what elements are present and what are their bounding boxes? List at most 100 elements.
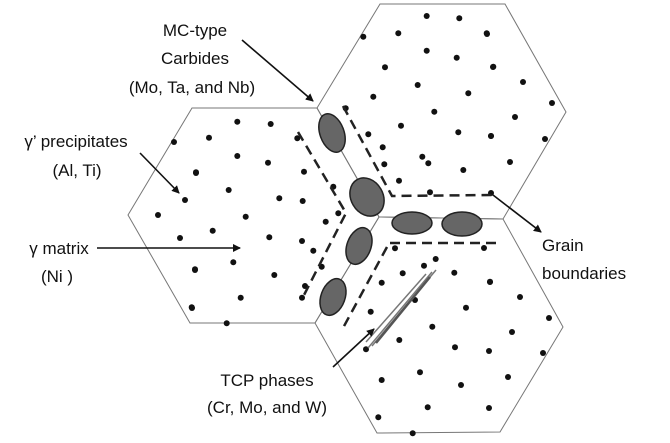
precipitate-dot xyxy=(294,135,301,142)
carbide-ellipse xyxy=(441,211,483,237)
gamma-prime-precipitates xyxy=(155,13,555,437)
precipitate-dot xyxy=(225,187,232,193)
precipitate-dot xyxy=(398,122,404,129)
precipitate-dot xyxy=(423,13,430,19)
mc-carbides xyxy=(318,113,483,317)
precipitate-dot xyxy=(465,90,472,97)
precipitate-dot xyxy=(414,82,421,88)
precipitate-dot xyxy=(488,133,494,139)
precipitate-dot xyxy=(409,430,416,437)
tcp-needle xyxy=(375,276,431,344)
precipitate-dot xyxy=(392,245,398,252)
arrow-tcp-phases xyxy=(332,328,375,368)
precipitate-dot xyxy=(542,136,548,142)
precipitate-dot xyxy=(206,134,212,141)
precipitate-dot xyxy=(155,212,161,218)
precipitate-dot xyxy=(171,139,177,145)
precipitate-dot xyxy=(455,129,462,136)
precipitate-dot xyxy=(234,153,241,159)
precipitate-dot xyxy=(484,31,490,37)
precipitate-dot xyxy=(486,405,492,411)
precipitate-dot xyxy=(363,346,369,353)
carbide-ellipse xyxy=(345,226,373,266)
precipitate-dot xyxy=(452,344,458,351)
precipitate-dot xyxy=(192,267,198,273)
precipitate-dot xyxy=(322,218,329,225)
label-text: γ matrix xyxy=(29,239,89,258)
precipitate-dot xyxy=(427,189,433,196)
label-text: MC-type xyxy=(163,21,227,40)
label-mc-carbides: MC-type Carbides (Mo, Ta, and Nb) xyxy=(129,21,255,97)
precipitate-dot xyxy=(421,262,427,269)
precipitate-dot xyxy=(360,33,367,40)
precipitate-dot xyxy=(424,404,431,411)
precipitate-dot xyxy=(546,315,552,321)
precipitate-dot xyxy=(182,197,188,203)
precipitate-dot xyxy=(458,382,464,388)
precipitate-dot xyxy=(378,377,385,383)
dashed-boundary-top xyxy=(341,105,493,198)
grain-bottom xyxy=(314,216,564,434)
precipitate-dot xyxy=(367,308,374,315)
label-text: TCP phases xyxy=(220,371,313,390)
precipitate-dot xyxy=(429,323,436,330)
precipitate-dot xyxy=(230,259,237,266)
precipitate-dot xyxy=(378,279,385,286)
precipitate-dot xyxy=(520,79,526,85)
precipitate-dot xyxy=(540,350,546,356)
precipitate-dot xyxy=(189,305,195,311)
label-text: (Al, Ti) xyxy=(52,161,101,180)
precipitate-dot xyxy=(460,167,467,173)
precipitate-dot xyxy=(487,279,493,285)
precipitate-dot xyxy=(223,320,230,327)
precipitate-dot xyxy=(370,93,377,100)
label-text: Carbides xyxy=(161,49,229,68)
precipitate-dot xyxy=(419,153,426,160)
precipitate-dot xyxy=(234,118,241,125)
precipitate-dot xyxy=(512,114,518,120)
carbide-ellipse xyxy=(349,177,385,217)
precipitate-dot xyxy=(267,121,274,127)
precipitate-dot xyxy=(425,160,432,167)
precipitate-dot xyxy=(517,294,523,300)
precipitate-dot xyxy=(486,348,492,354)
label-gamma-prime: γ’ precipitates (Al, Ti) xyxy=(24,132,127,180)
precipitate-dot xyxy=(299,294,305,301)
precipitate-dot xyxy=(396,177,402,184)
precipitate-dot xyxy=(453,54,460,61)
precipitate-dot xyxy=(265,159,271,166)
grain-boundary-dashes xyxy=(296,105,497,329)
label-tcp-phases: TCP phases (Cr, Mo, and W) xyxy=(207,371,327,417)
precipitate-dot xyxy=(382,64,388,71)
precipitate-dot xyxy=(266,234,273,241)
precipitate-dot xyxy=(177,235,183,241)
precipitate-dot xyxy=(209,227,216,234)
precipitate-dot xyxy=(310,247,317,254)
precipitate-dot xyxy=(379,144,386,151)
precipitate-dot xyxy=(456,15,463,22)
precipitate-dot xyxy=(509,329,515,335)
precipitate-dot xyxy=(365,131,372,138)
precipitate-dot xyxy=(276,195,283,202)
precipitate-dot xyxy=(375,414,382,421)
precipitate-dot xyxy=(417,369,423,376)
label-text: (Ni ) xyxy=(41,267,73,286)
precipitate-dot xyxy=(395,30,402,37)
precipitate-dot xyxy=(299,198,306,204)
precipitate-dot xyxy=(463,304,469,311)
precipitate-dot xyxy=(423,47,430,54)
arrow-grain-boundaries xyxy=(492,194,542,233)
tcp-phase-needles xyxy=(365,269,437,349)
precipitate-dot xyxy=(507,159,513,165)
precipitate-dot xyxy=(490,64,496,70)
precipitate-dot xyxy=(301,168,307,175)
arrow-mc-carbides xyxy=(241,39,314,102)
precipitate-dot xyxy=(432,256,439,262)
carbide-ellipse xyxy=(318,113,346,153)
precipitate-dot xyxy=(335,210,342,217)
precipitate-dot xyxy=(242,213,249,220)
precipitate-dot xyxy=(193,170,199,176)
precipitate-dot xyxy=(505,374,511,380)
